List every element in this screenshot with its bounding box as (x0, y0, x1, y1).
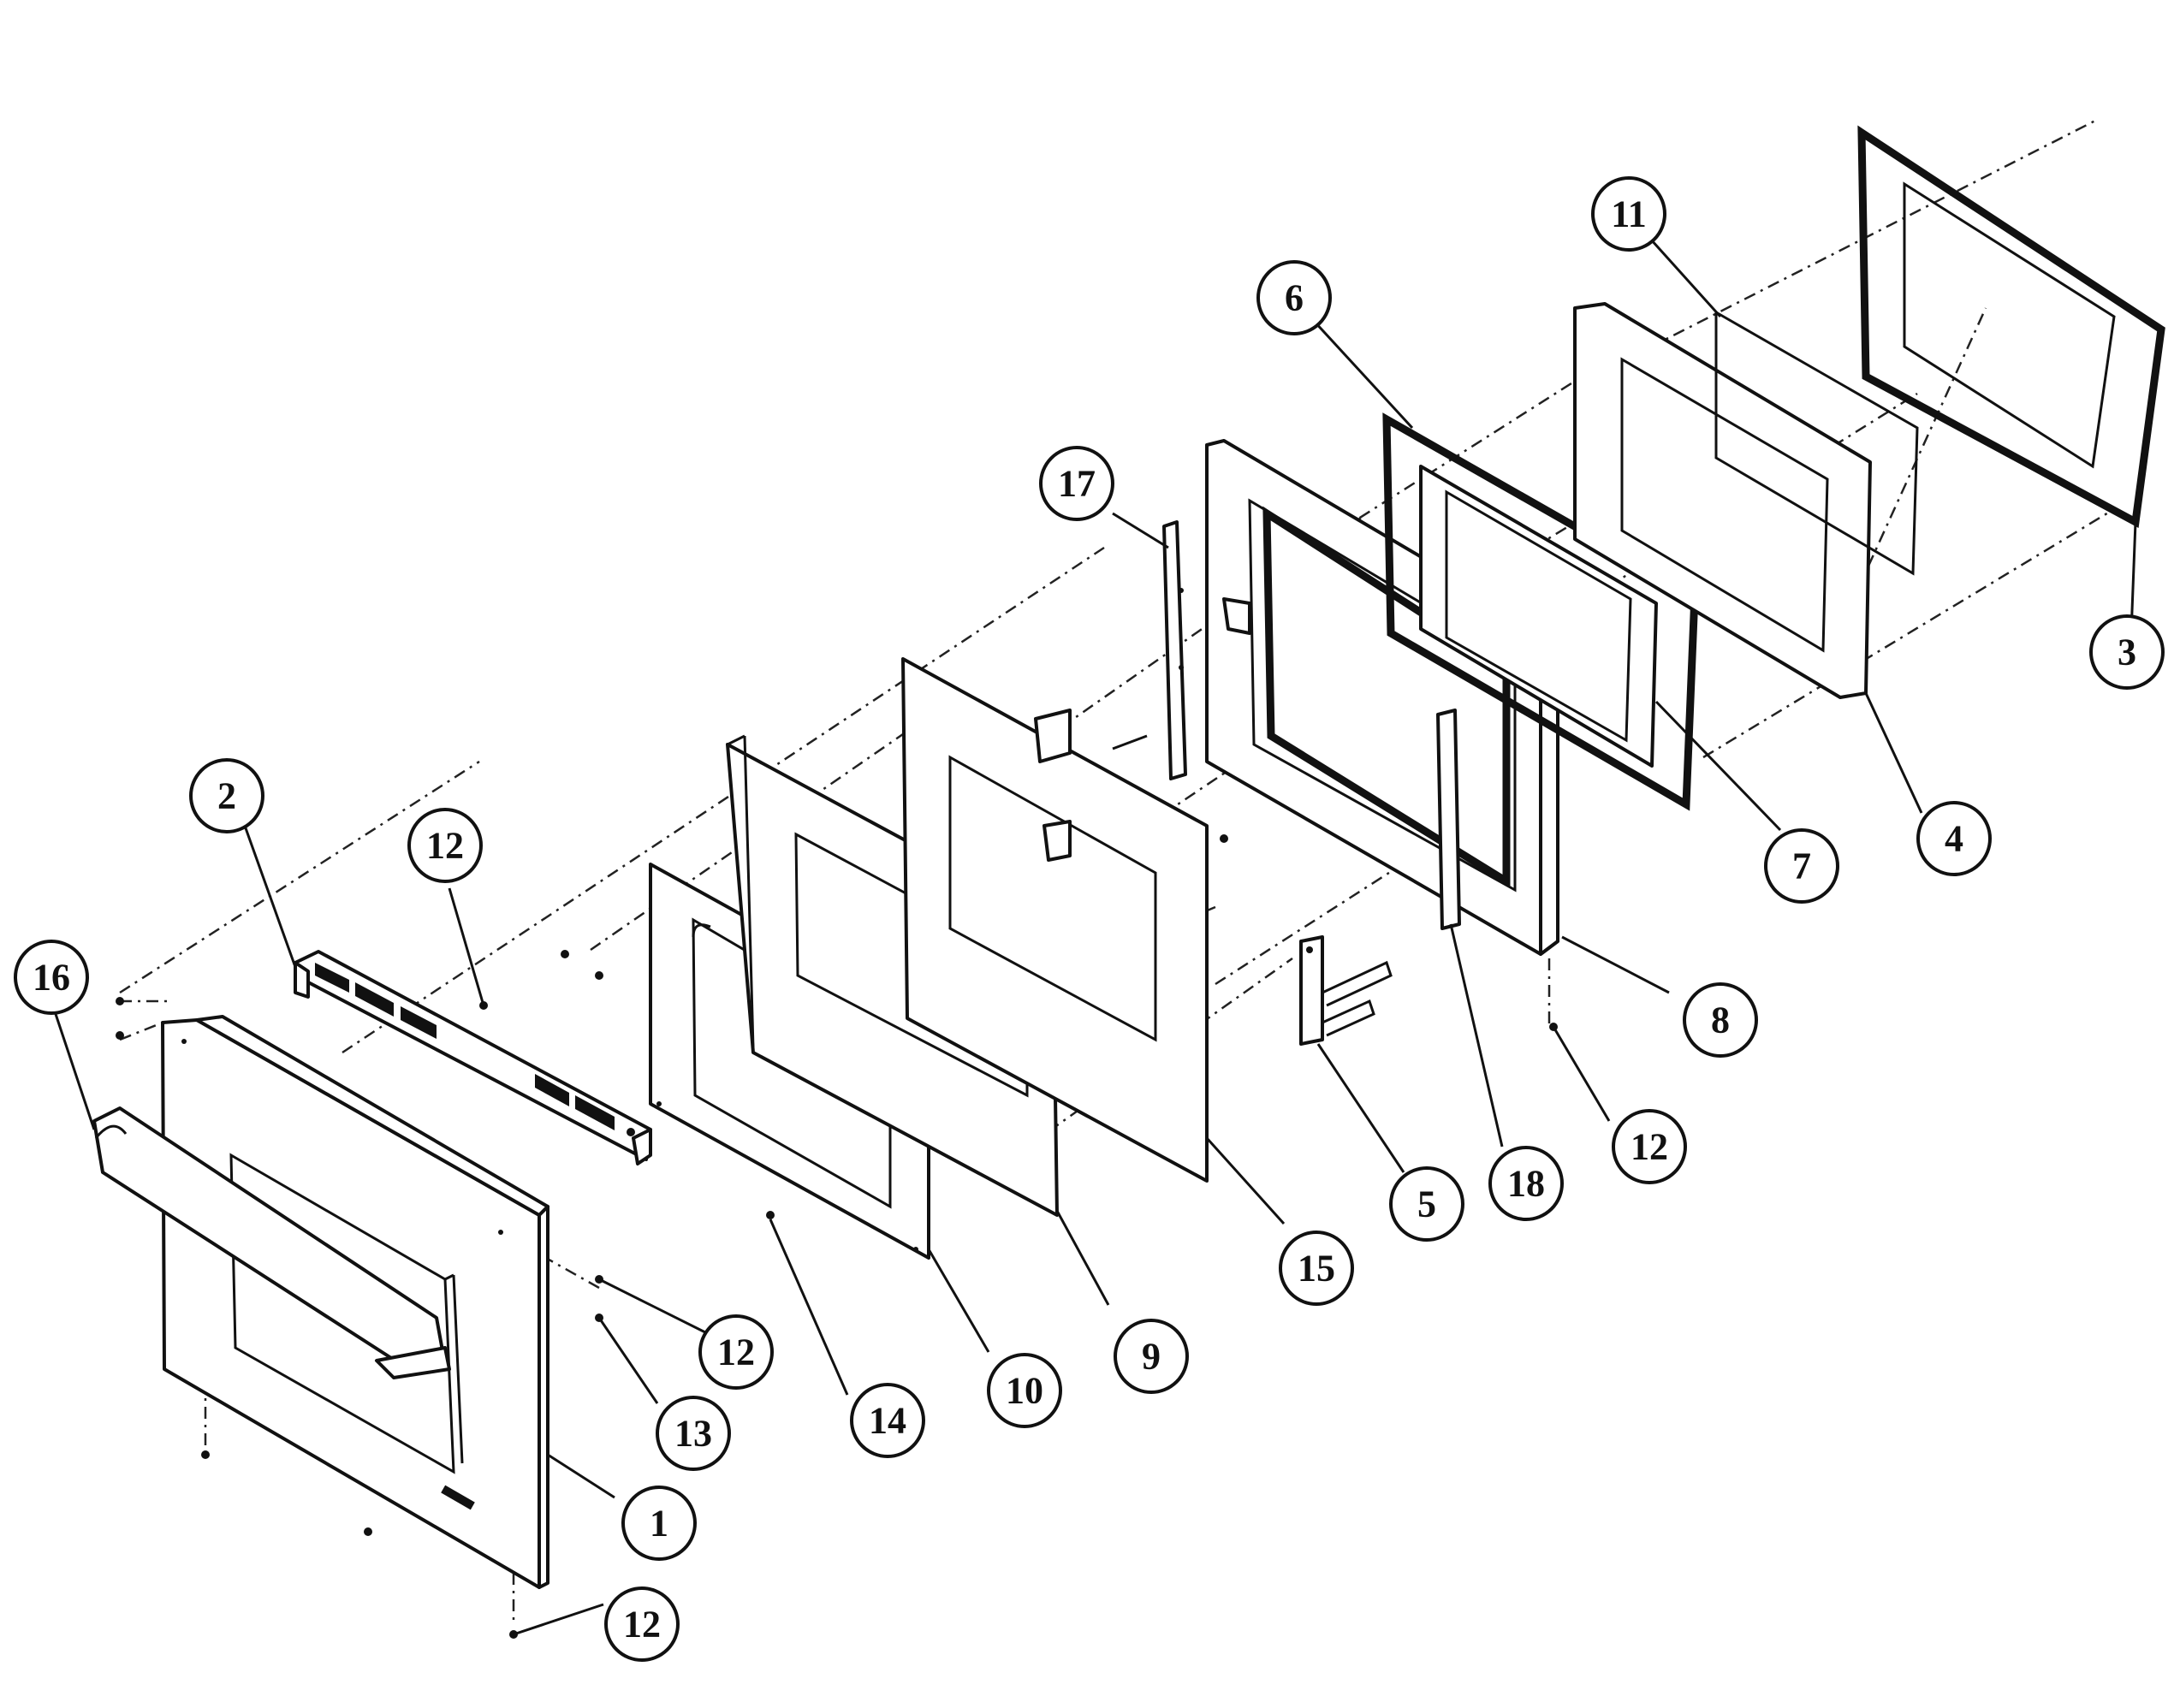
callout-15: 15 (1279, 1231, 1354, 1306)
inner-panel-plate (901, 657, 1209, 1183)
hinge-channel (1436, 709, 1461, 930)
callout-label: 12 (623, 1604, 661, 1646)
callout-3: 3 (2089, 614, 2165, 690)
callout-label: 8 (1711, 999, 1730, 1041)
glass-pane (1419, 465, 1658, 768)
callout-12-c: 12 (698, 1314, 774, 1390)
callout-13: 13 (656, 1396, 731, 1471)
callout-label: 4 (1945, 818, 1963, 860)
callout-label: 12 (426, 825, 464, 867)
callout-10: 10 (987, 1353, 1062, 1428)
callout-label: 3 (2118, 632, 2136, 673)
callout-label: 2 (217, 775, 236, 817)
callout-16: 16 (14, 940, 89, 1015)
callout-label: 17 (1058, 463, 1096, 505)
callout-label: 16 (33, 957, 70, 999)
callout-9: 9 (1114, 1319, 1189, 1394)
rear-gasket-frame (1857, 125, 2165, 529)
hinge-assembly (1299, 935, 1393, 1046)
callout-18: 18 (1488, 1146, 1564, 1221)
door-handle (92, 1106, 451, 1379)
callout-8: 8 (1683, 982, 1758, 1058)
callout-label: 6 (1285, 277, 1304, 319)
callout-2: 2 (189, 758, 264, 833)
callout-5: 5 (1389, 1166, 1464, 1242)
callout-label: 9 (1142, 1336, 1161, 1378)
callout-label: 10 (1006, 1370, 1043, 1412)
leader-lines (54, 229, 2137, 1636)
callout-label: 5 (1417, 1183, 1436, 1225)
callout-label: 15 (1298, 1248, 1335, 1290)
glass-retainer (1714, 310, 1919, 576)
callout-label: 18 (1507, 1163, 1545, 1205)
callout-12-a: 12 (407, 808, 483, 883)
vent-grille (294, 950, 652, 1165)
callout-12-d: 12 (604, 1586, 680, 1662)
callout-label: 12 (717, 1331, 755, 1373)
callout-label: 11 (1611, 193, 1647, 235)
callout-label: 1 (650, 1503, 668, 1545)
callout-6: 6 (1256, 260, 1332, 335)
callout-14: 14 (850, 1383, 925, 1458)
callout-label: 7 (1792, 845, 1811, 887)
callout-17: 17 (1039, 446, 1114, 521)
callout-1: 1 (621, 1486, 697, 1561)
callout-7: 7 (1764, 828, 1839, 904)
callout-4: 4 (1916, 801, 1992, 876)
callout-12-b: 12 (1612, 1109, 1687, 1184)
callout-label: 14 (869, 1400, 906, 1442)
callout-11: 11 (1591, 176, 1666, 252)
callout-label: 13 (674, 1413, 712, 1455)
callout-label: 12 (1631, 1126, 1668, 1168)
hinge-strip (1162, 520, 1187, 780)
